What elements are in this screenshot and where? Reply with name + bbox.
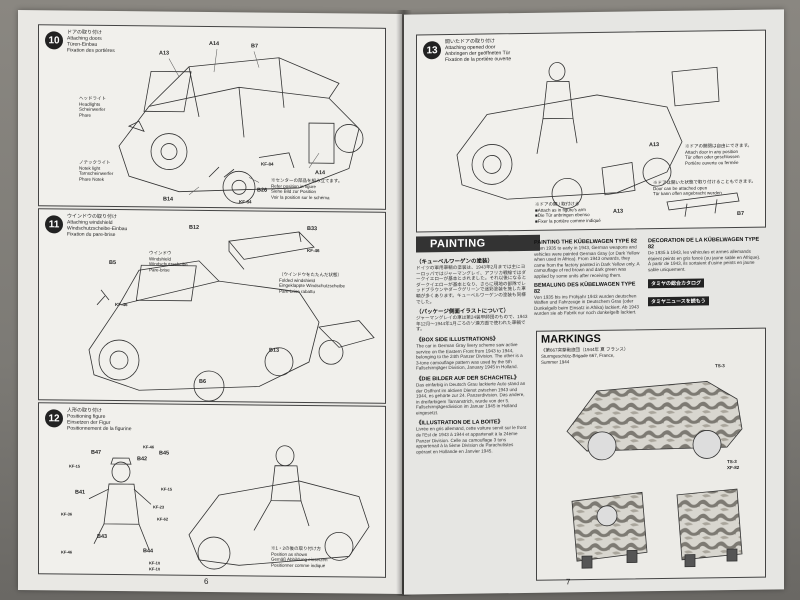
step-10-panel: 10 ドアの取り付け Attaching doors Türen-Einbau … [38,24,386,210]
marking-code-xf82: XF-82 [727,464,740,471]
part-kf-15-b: KF-15 [161,486,173,492]
step-13-note-left: ※ドアの開 / 取付ける ■Attach as in figure's arm … [535,201,601,224]
callout-b45: B45 [159,450,170,457]
opened-door-drawing [456,62,740,217]
tamiya-catalog-logo: タミヤの総合カタログ [648,278,705,289]
marking-code-ts3: TS-3 [715,363,725,369]
painting-english-german-column: PAINTING THE KÜBELWAGEN TYPE 82 From 193… [534,235,642,316]
en-body: From 1935 to early in 1943, German weapo… [534,244,640,279]
windshield-drawing [88,231,375,402]
painting-french-column: DECORATION DE LA KÜBELWAGEN TYPE 82 De 1… [648,234,764,309]
step-12-panel: 12 人形の取り付け Positioning figure Einsetzen … [38,402,386,578]
box-fr-body: Livrée en gris allemand, cette voiture s… [416,425,527,455]
callout-b43: B43 [97,533,108,540]
page-number: 7 [566,577,571,587]
callout-b5: B5 [109,259,117,267]
callout-b44: B44 [143,548,154,555]
box-de-body: Das einfarbig in Deutsch Grau lackierte … [416,380,526,416]
callout-b13: B13 [269,347,280,354]
figure-drawing [88,445,370,570]
page-number: 6 [204,576,209,586]
camouflage-vehicle-drawings [566,381,743,569]
callout-a14: A14 [209,40,220,48]
jp-body: ドイツの軍用車輌の塗装は、1943年2月までは主にヨーロッパではジャーマングレイ… [416,263,527,305]
notek-label: ノテックライト Notek light Tarnscheinwerfer Pha… [79,159,114,182]
step-13-note-bottom: ※ドアは開いた状態で取り付けることもできます。 Door can be atta… [653,178,756,197]
part-kf-10-b: KF-10 [149,566,161,572]
callout-b12: B12 [189,224,200,231]
part-kf-46-b: KF-46 [61,549,73,555]
part-kf-36: KF-36 [61,511,73,517]
part-kf-46-a: KF-46 [143,444,155,450]
tamiya-news-logo: タミヤニュースを読もう [648,296,709,307]
folded-windshield-label: （ウインドウをたたんだ状態） Folded windshield Eingekl… [279,271,346,294]
callout-b14: B14 [163,196,174,203]
part-kf-62: KF-62 [157,516,169,522]
left-page: 10 ドアの取り付け Attaching doors Türen-Einbau … [18,9,402,595]
part-kf-10-a: KF-10 [149,560,161,566]
callout-b42: B42 [137,456,148,463]
de-body: Von 1935 bis ins Frühjahr 1943 wurden de… [534,292,639,317]
step-12-note: ※1・2の後の取り付け方 Position as shown Gemäß Abb… [271,545,328,568]
painting-header: PAINTING [416,234,540,253]
headlight-label: ヘッドライト Headlights Scheinwerfer Phare [79,95,106,118]
callout-a13-2: A13 [613,208,624,215]
jp-body-2: ジャーマングレイの車は第24装甲師団のもので、1943年12月〜1944年1月ご… [416,314,528,332]
step-13-panel: 13 開いたドアの取り付け Attaching opened door Anbr… [416,29,766,233]
callout-a13: A13 [159,50,170,57]
part-kf-15-a: KF-15 [69,463,81,469]
step-13-note-right: ※ドアの開閉は自由にできます。 Attach door in any posit… [685,142,753,166]
callout-b7: B7 [737,210,745,218]
callout-b7: B7 [251,43,259,50]
markings-panel: MARKINGS 《第667突撃砲旅団（1944年 夏 フランス） Sturmg… [536,327,766,581]
fr-body: De 1935 à 1943, les véhicules et armes a… [648,248,761,273]
painting-japanese-column: （キューベルワーゲンの塗装） ドイツの軍用車輌の塗装は、1943年2月までは主に… [416,253,528,455]
callout-a14-lower: A14 [315,170,326,177]
part-kf-84-2: KF-84 [239,199,252,205]
part-kf-84: KF-84 [261,161,274,167]
part-kf-46-2: KF-46 [115,302,128,308]
box-en-body: The car in German Gray livery scheme saw… [416,342,523,371]
step-10-note: ※センターの部品を組み立てます。 Refer position in figur… [271,177,343,200]
callout-b26: B26 [257,187,268,194]
part-kf-23: KF-23 [153,504,165,510]
right-page: 13 開いたドアの取り付け Attaching opened door Anbr… [404,9,784,595]
callout-b47: B47 [91,449,102,456]
callout-a13: A13 [649,142,660,149]
callout-b6: B6 [199,378,207,385]
part-kf-46: KF-46 [307,248,320,254]
step-11-panel: 11 ウインドウの取り付け Attaching windshield Winds… [38,208,386,404]
callout-b33: B33 [307,226,318,233]
marking-code-ts3-2: TS-3 [727,459,737,465]
callout-b41: B41 [75,489,86,496]
kubelwagen-door-drawing [118,49,364,204]
window-label: ウインドウ Windshield Windschutzscheibe Pare-… [149,250,188,273]
